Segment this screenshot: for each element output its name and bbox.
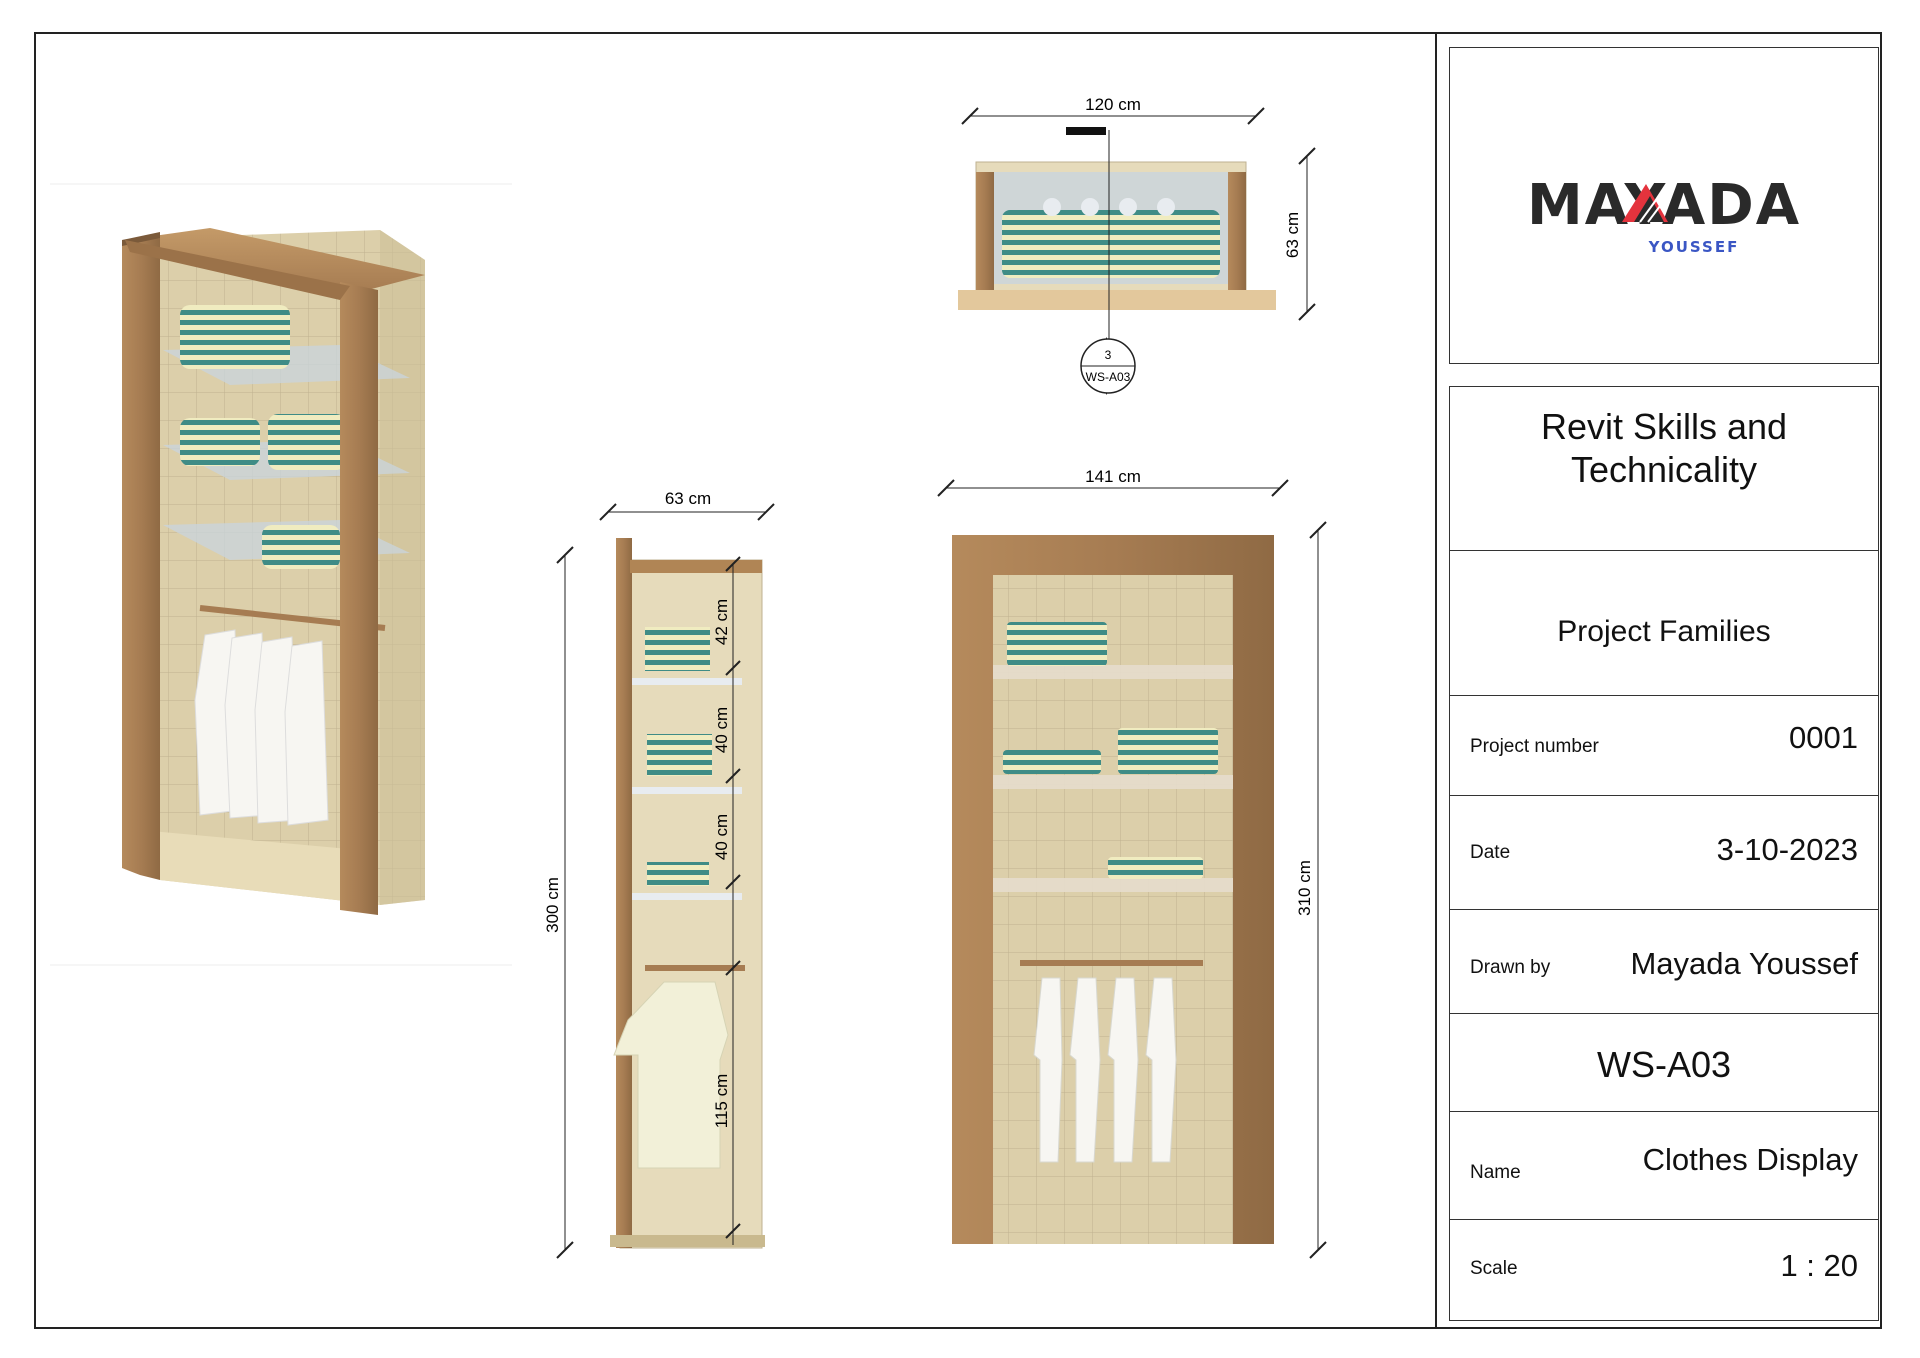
date-row: Date 3-10-2023 (1450, 796, 1878, 910)
section-folded-stacks (645, 627, 712, 886)
shelf-gap-2-dim: 40 cm (712, 707, 731, 753)
plan-folded-stack (1002, 210, 1220, 278)
shelf-gap-3-dim: 40 cm (712, 814, 731, 860)
plan-section-cut (1066, 127, 1106, 135)
shelf-gap-1-dim: 42 cm (712, 599, 731, 645)
logo-text: MAYADA (1526, 173, 1802, 238)
isometric-view (50, 183, 512, 966)
subtitle-cell: Project Families (1450, 551, 1878, 696)
front-height-dim: 310 cm (1295, 860, 1314, 916)
iso-top-panel (125, 228, 425, 292)
section-hanging-shirt (613, 981, 729, 1169)
date-label: Date (1470, 842, 1511, 863)
project-number-label: Project number (1470, 736, 1599, 757)
section-depth-dim: 63 cm (665, 489, 711, 508)
name-value: Clothes Display (1642, 1142, 1858, 1177)
plan-hangers (1043, 198, 1175, 216)
drawing-area: 63 cm 300 cm 42 cm 40 cm 40 cm 115 cm (50, 95, 1327, 1259)
plan-depth-dim: 63 cm (1283, 212, 1302, 258)
project-title-line1: Revit Skills and (1540, 406, 1788, 447)
hanging-height-dim: 115 cm (712, 1074, 731, 1129)
project-title-cell: Revit Skills and Technicality (1450, 387, 1878, 551)
section-marker-sheet: WS-A03 (1086, 370, 1131, 384)
front-shelves (993, 665, 1233, 892)
title-block: Revit Skills and Technicality Project Fa… (1449, 386, 1879, 1321)
section-view: 63 cm 300 cm 42 cm 40 cm 40 cm 115 cm (543, 489, 775, 1259)
front-hanging-shirts (1033, 977, 1177, 1163)
iso-hanging-shirts (194, 629, 329, 826)
name-label: Name (1470, 1162, 1521, 1183)
drawn-by-value: Mayada Youssef (1630, 946, 1858, 981)
front-elevation: 141 cm 310 cm (937, 467, 1327, 1259)
drawn-by-row: Drawn by Mayada Youssef (1450, 910, 1878, 1014)
iso-folded-stacks (180, 305, 346, 569)
section-marker-number: 3 (1105, 348, 1112, 362)
iso-right-post (340, 282, 378, 915)
scale-label: Scale (1470, 1258, 1518, 1279)
project-number-row: Project number 0001 (1450, 696, 1878, 796)
date-value: 3-10-2023 (1716, 832, 1858, 867)
project-number-value: 0001 (1789, 720, 1858, 755)
scale-row: Scale 1 : 20 (1450, 1220, 1878, 1320)
logo-subtext: YOUSSEF (1648, 238, 1740, 256)
front-tile-wall (993, 575, 1233, 1244)
drawn-by-label: Drawn by (1470, 957, 1551, 978)
front-width-dim: 141 cm (1085, 467, 1141, 486)
logo-box: MAYADA YOUSSEF (1449, 47, 1879, 364)
title-block-divider (1435, 32, 1437, 1329)
iso-left-post (122, 238, 160, 880)
section-height-dim: 300 cm (543, 877, 562, 933)
section-marker[interactable]: 3 WS-A03 (1080, 337, 1136, 395)
sheet-number: WS-A03 (1596, 1044, 1732, 1085)
section-shelves (632, 678, 742, 900)
project-title-line2: Technicality (1570, 449, 1758, 490)
sheet-number-cell: WS-A03 (1450, 1014, 1878, 1112)
sheet-border (34, 32, 1882, 1329)
plan-width-dim: 120 cm (1085, 95, 1141, 114)
plan-view: 120 cm 63 cm 3 WS-A03 (958, 95, 1316, 395)
iso-base (140, 830, 380, 905)
project-subtitle: Project Families (1557, 615, 1771, 648)
section-left-post (616, 538, 632, 1248)
logo-triangle-icon (1622, 184, 1668, 223)
front-folded-stacks (1003, 622, 1218, 879)
name-row: Name Clothes Display (1450, 1112, 1878, 1220)
scale-value: 1 : 20 (1780, 1248, 1858, 1283)
